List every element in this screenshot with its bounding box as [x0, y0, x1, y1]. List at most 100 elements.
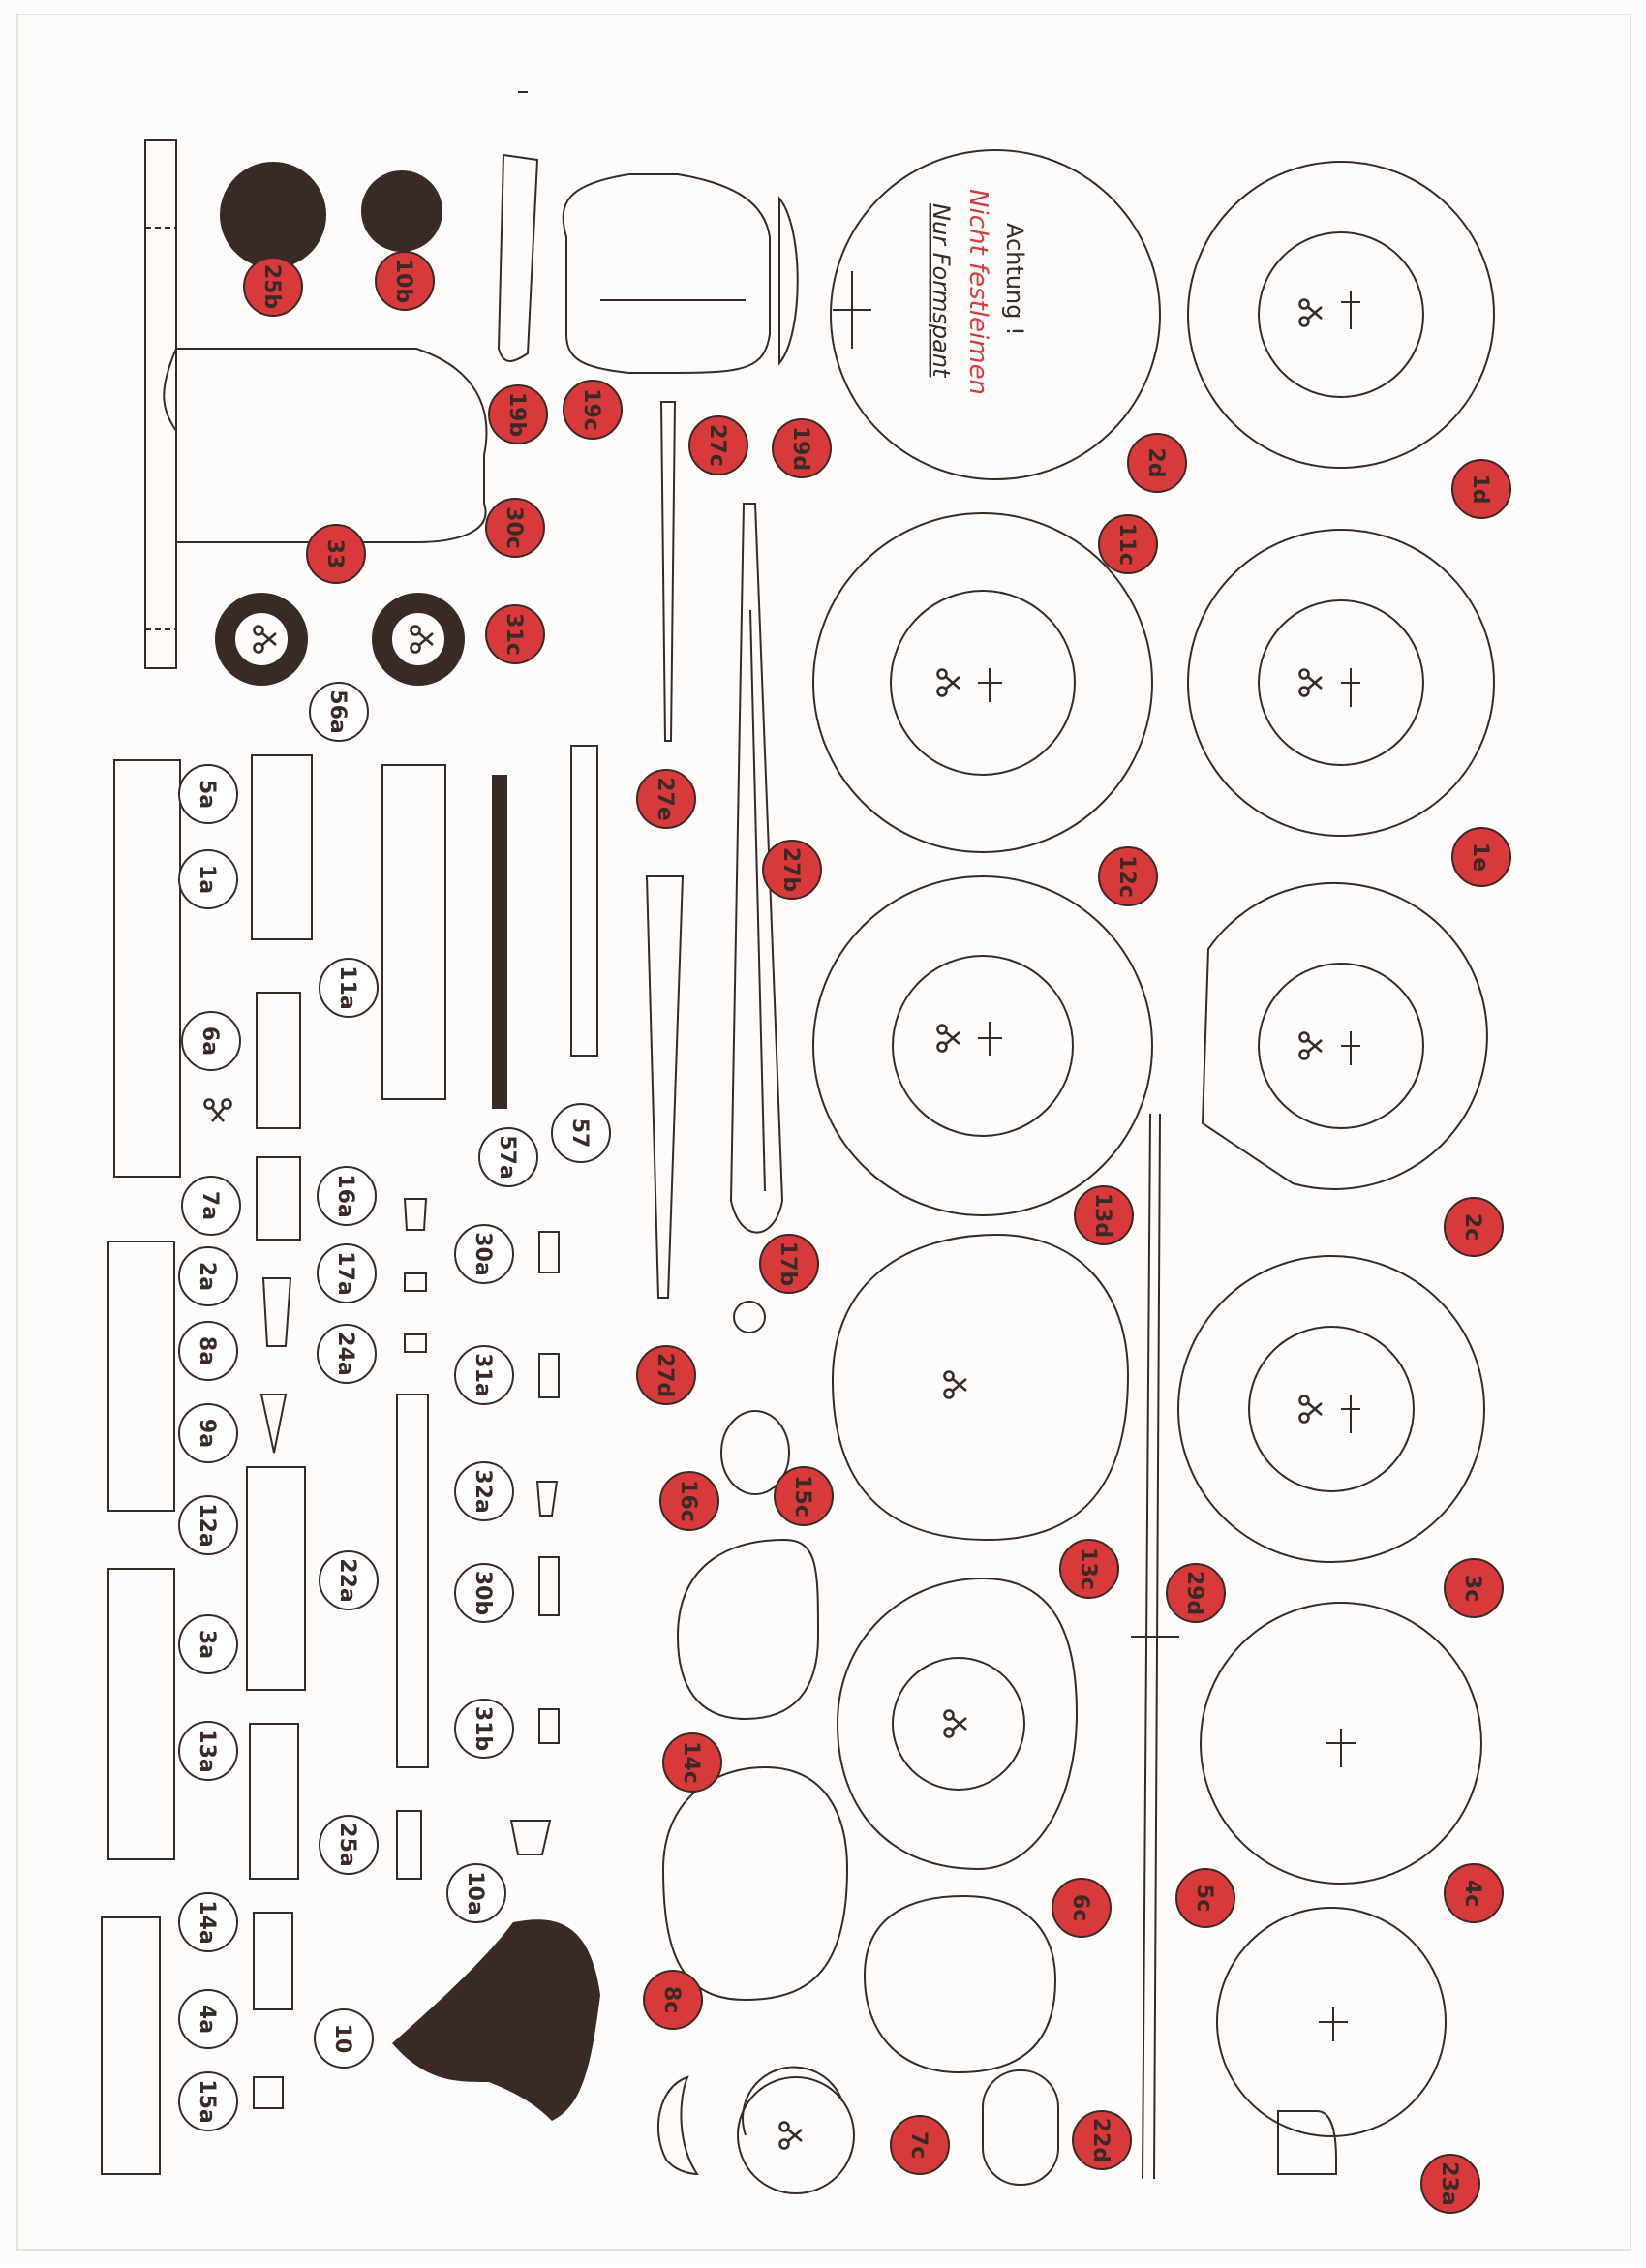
- notice-line3: Nur Formspant: [928, 203, 955, 379]
- badge-1a: 1a: [178, 849, 238, 909]
- badge-25b: 25b: [243, 257, 303, 317]
- part-10a: [509, 1820, 552, 1855]
- badge-14c: 14c: [662, 1732, 722, 1793]
- strip-3: [107, 1568, 175, 1860]
- badge-12a: 12a: [178, 1495, 238, 1555]
- badge-label: 14c: [679, 1741, 703, 1784]
- disc-6c: [863, 1894, 1057, 2074]
- badge-label: 10: [330, 2024, 354, 2054]
- badge-label: 22a: [335, 1558, 359, 1602]
- badge-13d: 13d: [1074, 1185, 1134, 1245]
- badge-label: 7a: [198, 1191, 222, 1220]
- badge-31b: 31b: [454, 1699, 514, 1759]
- badge-25a: 25a: [319, 1815, 379, 1875]
- badge-label: 33: [322, 539, 347, 569]
- badge-label: 16a: [333, 1174, 357, 1217]
- badge-label: 5c: [1192, 1885, 1216, 1912]
- badge-22a: 22a: [319, 1550, 379, 1610]
- badge-label: 1a: [195, 865, 219, 894]
- strip-30a: [538, 1231, 560, 1273]
- badge-12c: 12c: [1098, 846, 1158, 906]
- part-8a: [261, 1277, 292, 1347]
- notice-line2: Nicht festleimen: [963, 189, 992, 395]
- strip-13: [249, 1723, 299, 1880]
- strip-2: [107, 1241, 175, 1512]
- badge-14a: 14a: [178, 1892, 238, 1952]
- badge-label: 57: [567, 1119, 592, 1149]
- badge-4a: 4a: [178, 1989, 238, 2049]
- badge-13c: 13c: [1059, 1539, 1119, 1599]
- badge-label: 2a: [195, 1262, 219, 1291]
- part-10: [392, 1919, 600, 2121]
- badge-label: 25a: [335, 1823, 359, 1866]
- badge-29d: 29d: [1166, 1563, 1226, 1623]
- badge-2c: 2c: [1444, 1197, 1504, 1257]
- badge-label: 31c: [502, 613, 526, 656]
- badge-33: 33: [306, 524, 366, 584]
- badge-label: 25b: [259, 264, 284, 309]
- badge-label: 16c: [676, 1480, 700, 1522]
- badge-label: 30b: [471, 1571, 495, 1615]
- badge-11a: 11a: [319, 958, 379, 1018]
- ring-12c-outer: [812, 875, 1153, 1216]
- badge-27b: 27b: [762, 840, 822, 900]
- badge-label: 15a: [195, 2079, 219, 2123]
- strip-4: [101, 1916, 161, 2175]
- badge-31c: 31c: [485, 604, 545, 664]
- notice-line1: Achtung !: [1001, 223, 1028, 336]
- badge-label: 32a: [471, 1469, 495, 1513]
- former-13c: [836, 1577, 1079, 1871]
- badge-label: 8c: [659, 1986, 684, 2013]
- badge-1e: 1e: [1451, 827, 1511, 887]
- former-15c: [676, 1538, 820, 1721]
- badge-11c: 11c: [1098, 514, 1158, 574]
- former-13d: [831, 1233, 1130, 1542]
- wheel-25b: [220, 162, 326, 268]
- part-19b: [497, 153, 539, 362]
- badge-label: 4a: [195, 2005, 219, 2034]
- badge-label: 14a: [195, 1900, 219, 1944]
- wheel-10b: [361, 170, 442, 252]
- badge-6a: 6a: [181, 1011, 241, 1071]
- badge-10: 10: [314, 2008, 374, 2069]
- badge-19d: 19d: [772, 418, 832, 478]
- badge-6c: 6c: [1052, 1878, 1112, 1938]
- part-16a: [403, 1198, 428, 1231]
- ring-2c-outer: [1201, 881, 1488, 1190]
- badge-label: 17a: [333, 1251, 357, 1295]
- badge-label: 4c: [1460, 1880, 1484, 1907]
- disc-5c: [1216, 1907, 1447, 2137]
- strip-57: [570, 745, 598, 1057]
- badge-5c: 5c: [1175, 1868, 1235, 1928]
- badge-2a: 2a: [178, 1246, 238, 1306]
- badge-label: 7c: [906, 2131, 930, 2159]
- badge-57: 57: [551, 1103, 611, 1163]
- badge-8c: 8c: [643, 1970, 703, 2030]
- badge-label: 27c: [705, 424, 729, 467]
- badge-label: 11a: [335, 965, 359, 1009]
- badge-label: 5a: [195, 780, 219, 809]
- badge-label: 13c: [1076, 1548, 1100, 1590]
- badge-10b: 10b: [375, 251, 435, 311]
- strip-27d: [645, 875, 685, 1299]
- strip-30b: [538, 1556, 560, 1616]
- badge-1d: 1d: [1451, 459, 1511, 519]
- badge-label: 19b: [504, 392, 529, 437]
- ring-1e-outer: [1187, 529, 1495, 837]
- scissors-icon: [203, 298, 1324, 2150]
- badge-3a: 3a: [178, 1614, 238, 1674]
- former-2d: [830, 149, 1161, 480]
- badge-label: 6c: [1068, 1894, 1092, 1921]
- strip-7: [256, 1156, 301, 1241]
- part-8c: [656, 2075, 699, 2176]
- badge-9a: 9a: [178, 1403, 238, 1463]
- badge-label: 8a: [195, 1336, 219, 1365]
- badge-15c: 15c: [774, 1466, 834, 1526]
- badge-27e: 27e: [636, 769, 696, 829]
- badge-label: 31a: [471, 1353, 495, 1396]
- badge-3c: 3c: [1444, 1558, 1504, 1618]
- disc-17b: [733, 1301, 766, 1333]
- badge-56a: 56a: [309, 682, 369, 742]
- part-22d: [982, 2069, 1059, 2186]
